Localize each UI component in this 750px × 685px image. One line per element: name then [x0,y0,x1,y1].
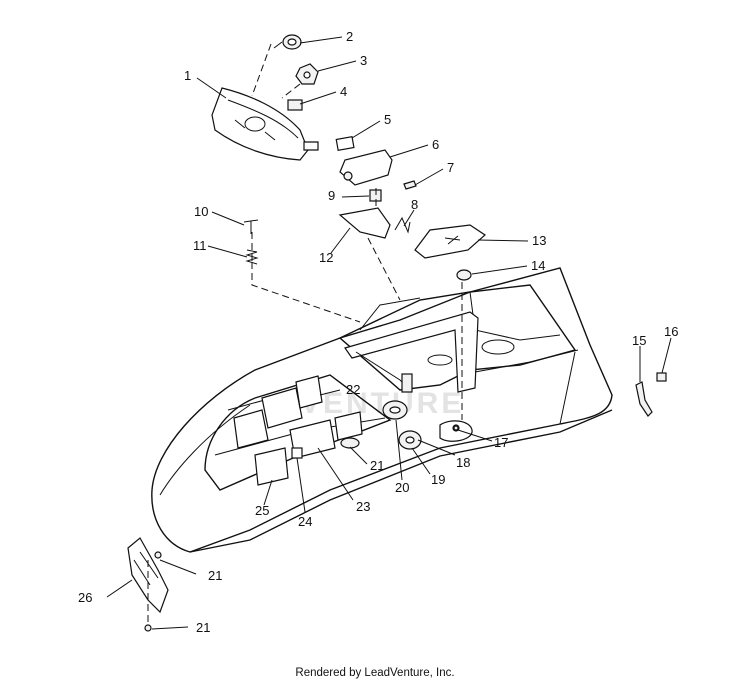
callout-24: 24 [298,514,312,529]
callout-21-a: 21 [370,458,384,473]
callout-9: 9 [328,188,335,203]
callout-3: 3 [360,53,367,68]
callout-16: 16 [664,324,678,339]
body-hardware [382,400,473,450]
callout-25: 25 [255,503,269,518]
callout-17: 17 [494,435,508,450]
callout-13: 13 [532,233,546,248]
callout-21-c: 21 [196,620,210,635]
bulb [273,34,302,50]
fastener [656,372,667,382]
callout-5: 5 [384,112,391,127]
headlight-housing [211,87,319,161]
callout-11: 11 [193,238,207,253]
callout-8: 8 [411,197,418,212]
callout-22: 22 [346,382,360,397]
bracket [339,149,393,186]
screw [403,180,417,190]
callout-2: 2 [346,29,353,44]
cover [414,224,486,259]
rivet [243,219,259,234]
callout-6: 6 [432,137,439,152]
render-credit: Rendered by LeadVenture, Inc. [295,667,455,679]
callout-7: 7 [447,160,454,175]
callout-18: 18 [456,455,470,470]
latch [635,381,653,417]
callout-10: 10 [194,204,208,219]
callout-15: 15 [632,333,646,348]
callout-labels: 1 2 3 4 5 6 7 8 9 10 11 12 13 14 15 16 1… [78,29,678,635]
callout-4: 4 [340,84,347,99]
leader-lines [106,36,672,630]
mount-bracket [338,207,391,239]
callout-19: 19 [431,472,445,487]
clip [335,135,355,151]
hood-body [151,267,613,553]
callout-21-b: 21 [208,568,222,583]
callout-14: 14 [531,258,545,273]
dash-decals [233,375,363,486]
callout-26: 26 [78,590,92,605]
callout-20: 20 [395,480,409,495]
knob [453,425,459,431]
assembly-lines [147,43,463,625]
grommet [456,269,472,281]
watermark: VENTURE [300,387,464,420]
callout-1: 1 [184,68,191,83]
switch [287,99,303,111]
socket [295,63,319,85]
callout-23: 23 [356,499,370,514]
callout-12: 12 [319,250,333,265]
